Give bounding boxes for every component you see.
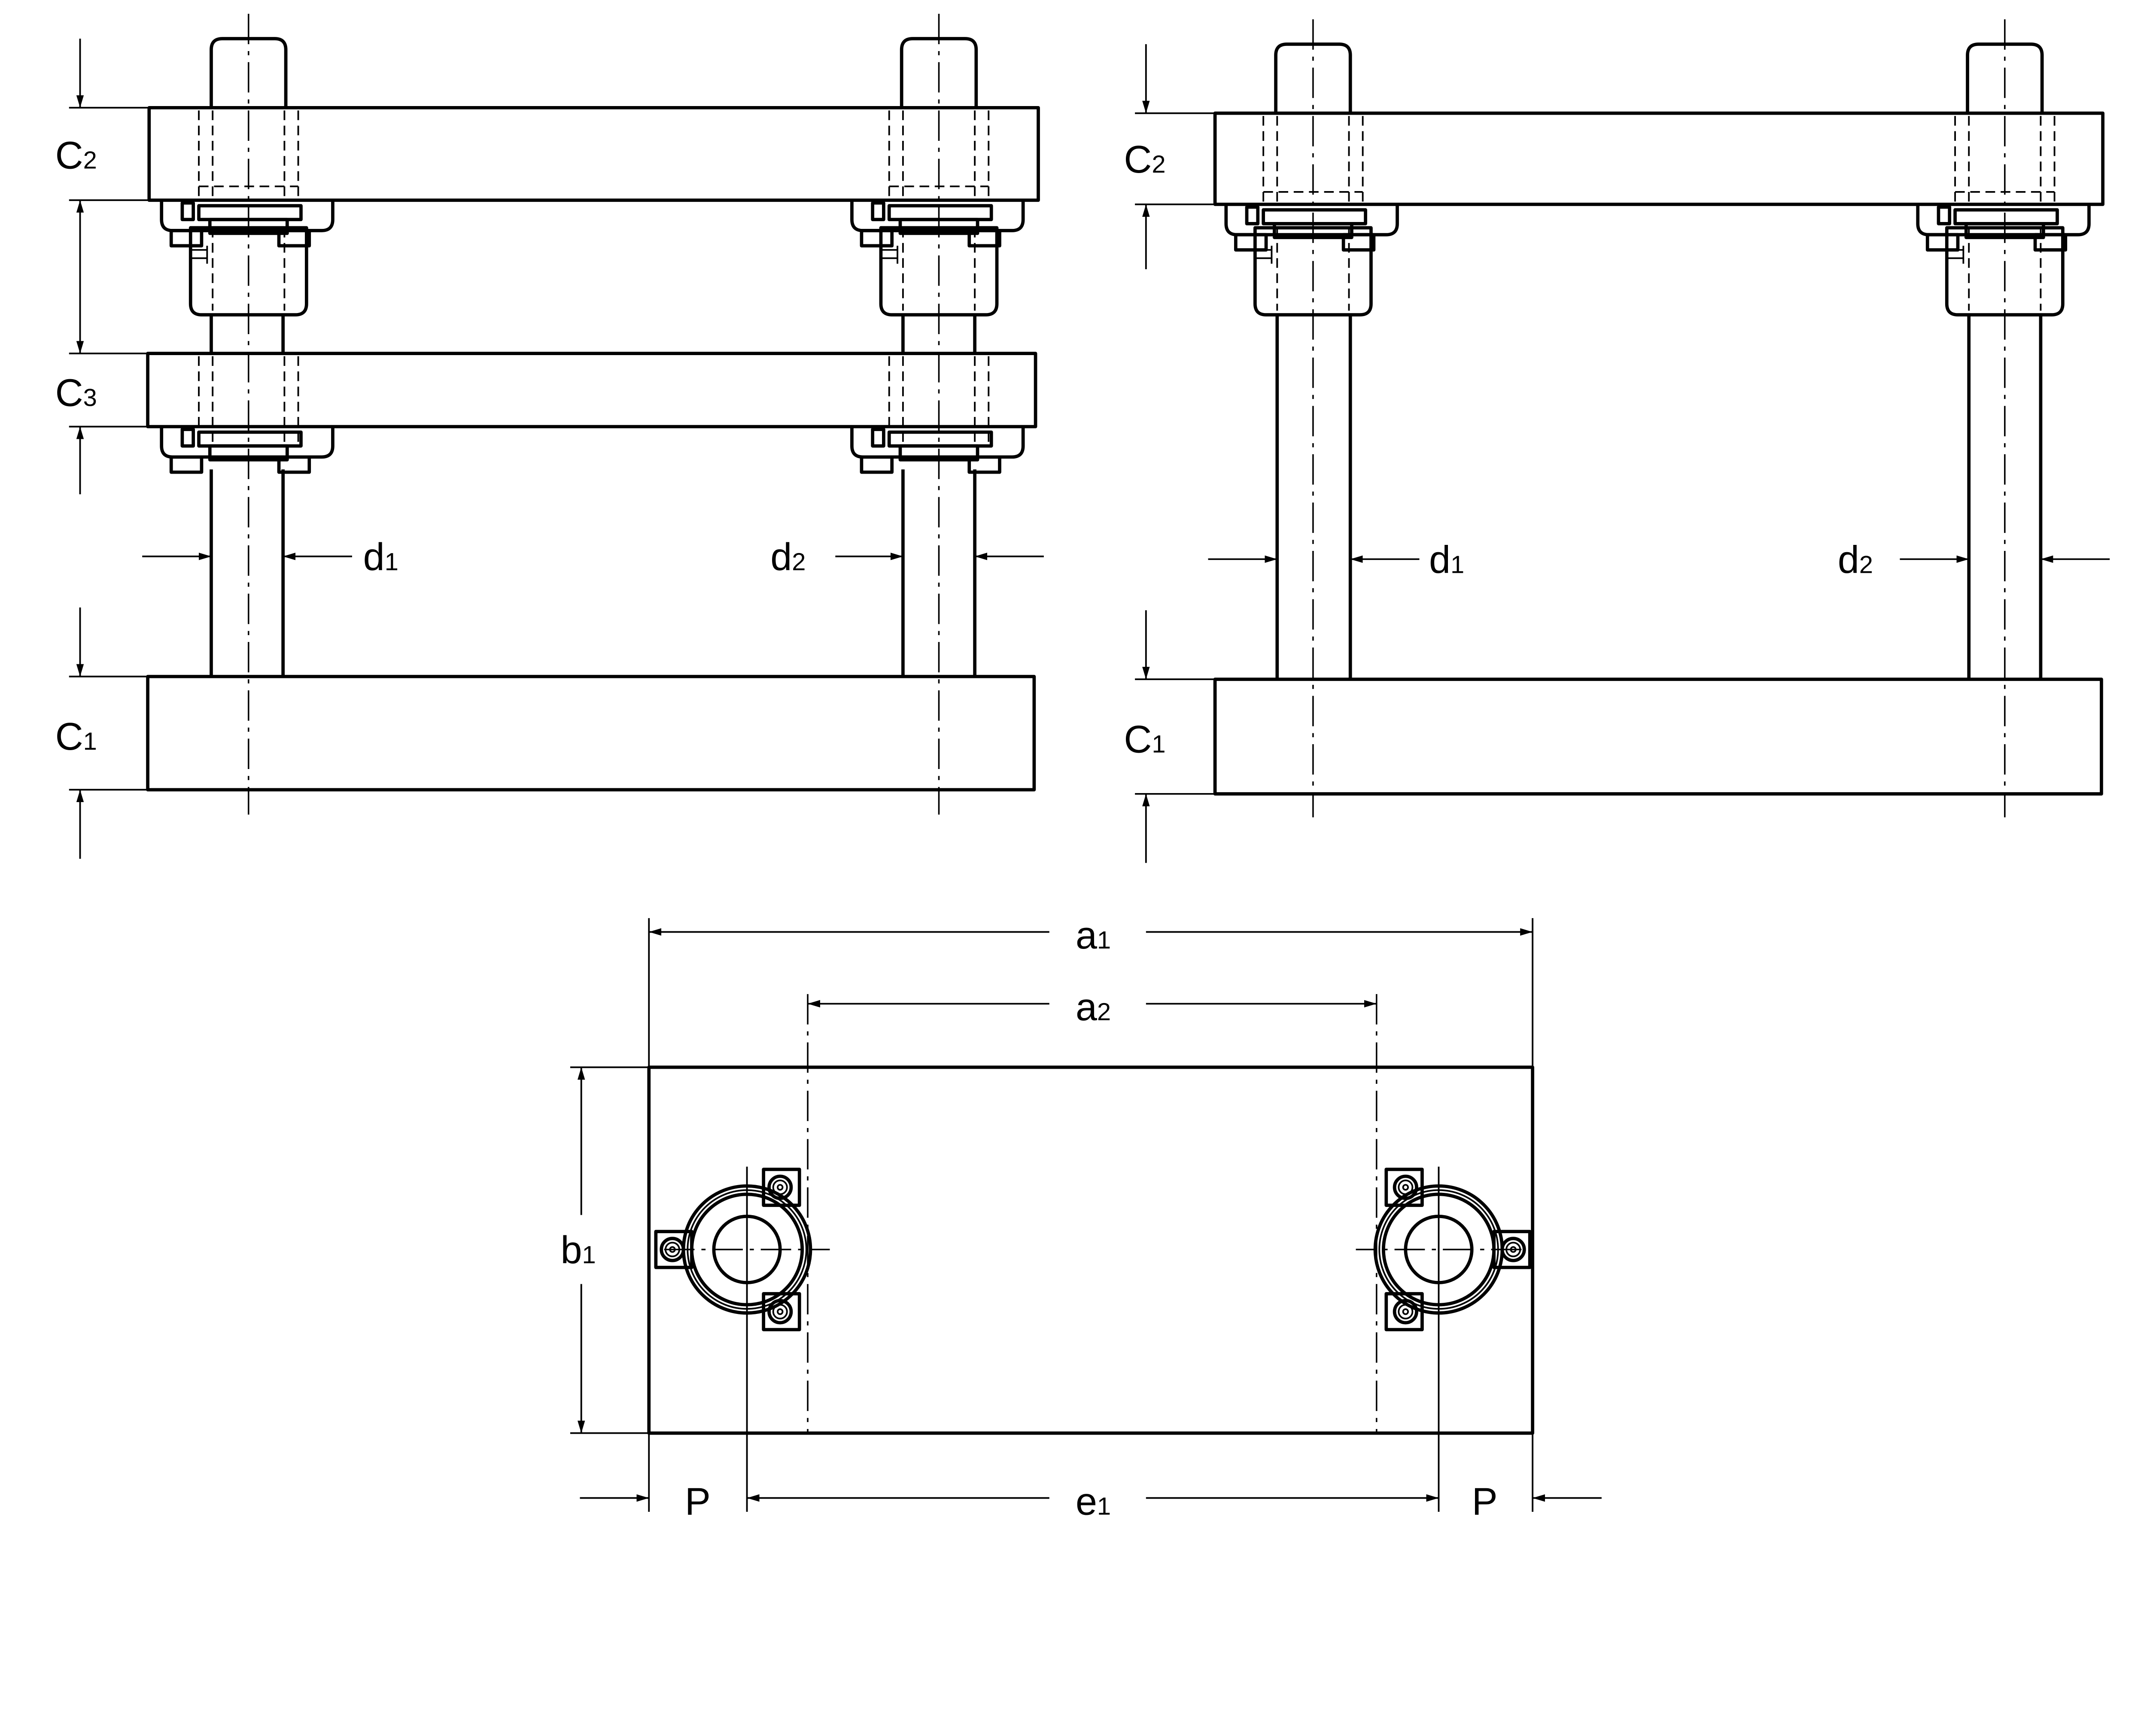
bearing-right-plan — [1356, 1169, 1530, 1329]
dim-label-e1: e1 — [1076, 1480, 1111, 1523]
dim-label-c2: C2 — [1124, 138, 1165, 181]
dim-label-d2: d2 — [1838, 538, 1873, 581]
middle-plate — [146, 352, 1037, 429]
dim-label-c1: C1 — [55, 715, 97, 758]
dim-label-a2: a2 — [1076, 985, 1111, 1029]
top-plate — [147, 106, 1040, 202]
plan-dimensions — [570, 918, 1602, 1512]
bearing-left-plan — [656, 1169, 830, 1329]
dim-label-c2: C2 — [55, 134, 97, 177]
base-plate — [1213, 678, 2103, 796]
dim-label-a1: a1 — [1076, 914, 1111, 957]
right-post-left-column — [1226, 19, 1397, 818]
dim-label-d2: d2 — [770, 535, 806, 579]
right-post-right-column — [1918, 19, 2089, 818]
dim-label-b1: b1 — [560, 1228, 596, 1272]
plate-outline — [647, 1065, 1534, 1435]
height-dimensions — [69, 39, 1044, 859]
left-post-right-column — [852, 14, 1023, 815]
plan-view: a1 a2 b1 e1 P P — [560, 914, 1602, 1523]
dim-label-d1: d1 — [1429, 538, 1464, 581]
top-plate — [1213, 111, 2104, 206]
left-post-left-column — [161, 14, 333, 815]
dim-label-d1: d1 — [363, 535, 398, 579]
dim-label-p-left: P — [685, 1480, 711, 1523]
right-elevation-view: C2 C1 d1 d2 — [1124, 19, 2110, 863]
base-plate — [146, 675, 1036, 792]
height-dimensions — [1135, 44, 2110, 863]
left-elevation-view: C2 C3 C1 d1 d2 — [55, 14, 1044, 859]
technical-drawing: C2 C3 C1 d1 d2 — [55, 14, 2110, 1523]
dim-label-c3: C3 — [55, 371, 97, 414]
dim-label-p-right: P — [1472, 1480, 1498, 1523]
dim-label-c1: C1 — [1124, 718, 1165, 761]
